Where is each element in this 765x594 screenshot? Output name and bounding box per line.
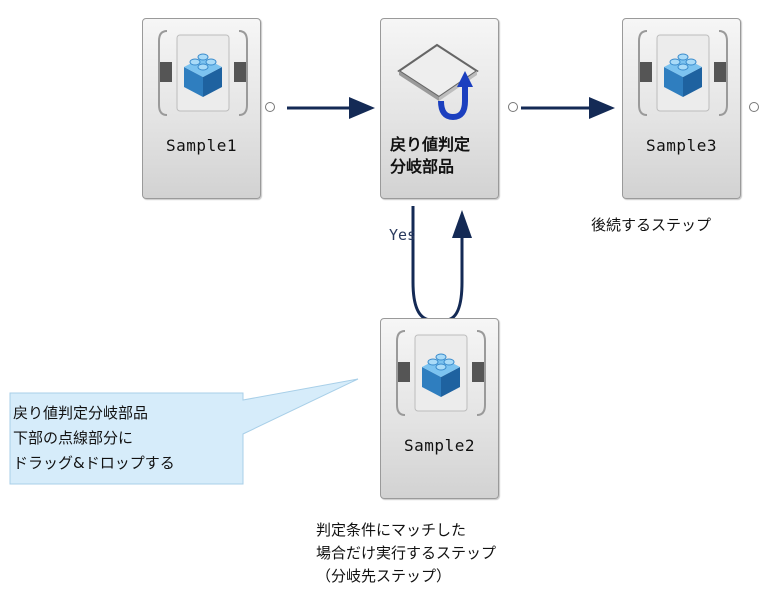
edge-sample1-to-branch-head xyxy=(349,97,375,119)
step-label: Sample2 xyxy=(404,436,475,455)
edge-sample2-to-branch-head xyxy=(452,210,472,238)
callout-line-3: ドラッグ&ドロップする xyxy=(13,454,175,472)
callout-text: 戻り値判定分岐部品下部の点線部分にドラッグ&ドロップする xyxy=(13,401,175,476)
output-port[interactable] xyxy=(265,102,275,112)
edge-sample2-to-branch xyxy=(446,236,464,322)
lego-brick-icon xyxy=(158,30,248,116)
edge-yes-label: Yes xyxy=(389,226,417,244)
edge-branch-to-sample2 xyxy=(411,206,431,322)
step-label: Sample1 xyxy=(166,136,237,155)
step-node-sample1[interactable]: Sample1 xyxy=(142,18,261,199)
lego-brick-icon xyxy=(638,30,728,116)
lego-brick-icon xyxy=(396,330,486,416)
output-port[interactable] xyxy=(508,102,518,112)
step-node-sample3[interactable]: Sample3 xyxy=(622,18,741,199)
callout-line-1: 戻り値判定分岐部品 xyxy=(13,404,149,422)
step-label-line-1: 戻り値判定 xyxy=(390,135,471,154)
caption-branch-step-line-3: （分岐先ステップ） xyxy=(316,567,452,585)
step-label-line-2: 分岐部品 xyxy=(390,157,455,176)
caption-branch-step-line-1: 判定条件にマッチした xyxy=(316,521,467,539)
caption-branch-step-line-2: 場合だけ実行するステップ xyxy=(316,544,497,562)
caption-following-step: 後続するステップ xyxy=(591,216,712,234)
output-port[interactable] xyxy=(749,102,759,112)
step-node-branch[interactable]: 戻り値判定 分岐部品 xyxy=(380,18,499,199)
callout-line-2: 下部の点線部分に xyxy=(13,429,134,447)
step-node-sample2[interactable]: Sample2 xyxy=(380,318,499,499)
conditional-branch-icon xyxy=(397,43,479,121)
step-label: Sample3 xyxy=(646,136,717,155)
caption-branch-step: 判定条件にマッチした場合だけ実行するステップ （分岐先ステップ） xyxy=(316,519,496,588)
step-label: 戻り値判定 分岐部品 xyxy=(381,134,498,178)
edge-branch-to-sample3-head xyxy=(589,97,615,119)
